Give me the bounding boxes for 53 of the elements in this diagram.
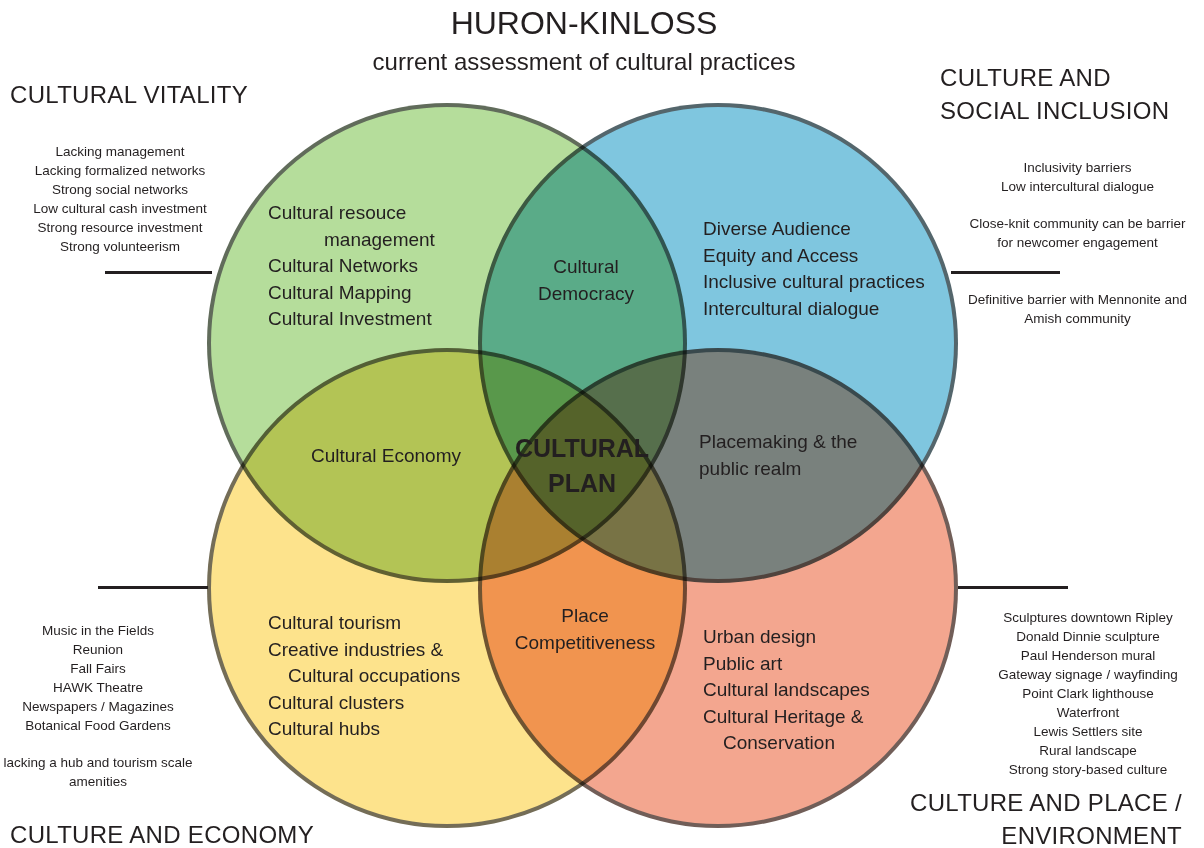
circle-text: Cultural Mapping [268,280,412,305]
circle-text: Cultural Networks [268,254,418,278]
circle-text: Intercultural dialogue [703,296,880,321]
circle-text: Cultural Investment [268,307,432,331]
circle-text: Creative industries & Cultural occupations [268,637,462,688]
note-text: Rural landscape [1038,742,1138,760]
note-text: HAWK Theatre [52,679,144,697]
overlap-label: Placemaking & the public realm [699,430,859,481]
overlap-label: Place Competitiveness [513,604,657,655]
note-text: Music in the Fields [41,622,155,640]
circle-text: Cultural tourism [268,611,402,635]
circle-text: Cultural resouce management [268,201,436,252]
note-text: Inclusivity barriers [1022,159,1133,177]
note-text: Point Clark lighthouse [1021,685,1155,703]
center-label: CULTURAL PLAN [513,433,651,499]
overlap-label: Cultural Economy [310,444,462,468]
circle-text: Urban design [703,625,817,649]
note-text: Botanical Food Gardens [24,717,172,735]
circle-text: Cultural clusters [268,690,405,715]
note-text: Lewis Settlers site [1032,723,1144,741]
circle-text: Cultural Heritage & Conservation [703,704,865,755]
note-text: Low cultural cash investment [32,200,208,218]
section-heading: CULTURE AND PLACE / ENVIRONMENT [909,788,1182,848]
note-text: Fall Fairs [69,660,127,678]
note-text: Paul Henderson mural [1019,647,1157,665]
circle-text: Equity and Access [703,243,859,268]
circle-text: Cultural landscapes [703,678,870,702]
note-text: Strong resource investment [36,219,204,237]
note-text: Reunion [71,641,125,659]
circle-text: Cultural hubs [268,717,380,741]
note-text: Donald Dinnie sculpture [1015,628,1161,646]
note-text: lacking a hub and tourism scale amenities [2,754,194,791]
note-text: Waterfront [1055,704,1121,722]
section-heading: CULTURE AND ECONOMY [10,820,315,848]
note-text: Strong story-based culture [1007,761,1169,779]
note-text: Newspapers / Magazines [21,698,175,716]
note-text: Strong social networks [51,181,189,199]
circle-text: Inclusive cultural practices [703,270,925,294]
subtitle: current assessment of cultural practices [371,47,797,77]
note-text: Strong volunteerism [58,238,182,256]
note-text: Close-knit community can be barrier for newcomer engagement [968,215,1187,252]
note-text: Sculptures downtown Ripley [1002,609,1174,627]
title: HURON-KINLOSS [449,4,719,42]
section-heading: CULTURAL VITALITY [10,80,250,110]
note-text: Lacking management [54,143,186,161]
note-text: Low intercultural dialogue [999,178,1156,196]
section-heading: CULTURE AND SOCIAL INCLUSION [940,63,1171,126]
note-text: Gateway signage / wayfinding [997,666,1179,684]
note-text: Definitive barrier with Mennonite and Amish community [966,291,1189,328]
circle-text: Diverse Audience [703,217,851,241]
circle-text: Public art [703,651,783,676]
overlap-label: Cultural Democracy [536,255,636,306]
note-text: Lacking formalized networks [33,162,207,180]
